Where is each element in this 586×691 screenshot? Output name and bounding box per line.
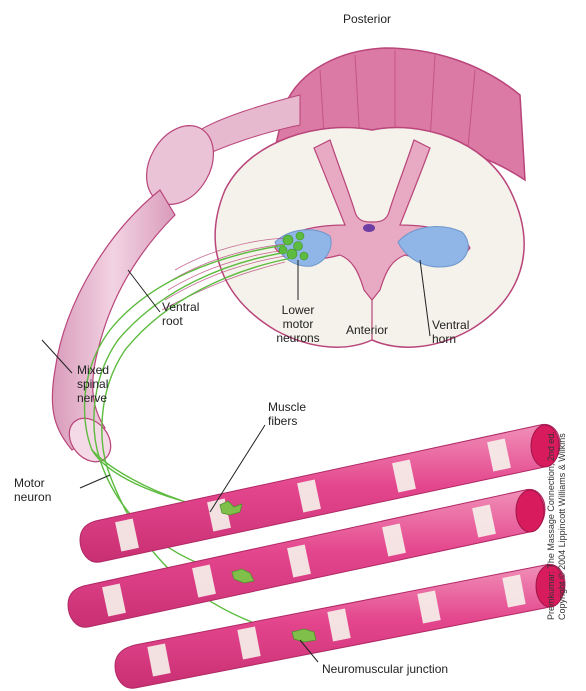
label-anterior: Anterior <box>346 323 388 337</box>
label-motor-neuron: Motor neuron <box>14 476 51 504</box>
spinal-cord <box>215 48 525 347</box>
label-ventral-root: Ventral root <box>162 300 199 328</box>
mixed-spinal-nerve <box>52 190 175 450</box>
label-lower-motor-neurons: Lower motor neurons <box>268 303 328 345</box>
label-ventral-horn: Ventral horn <box>432 318 469 346</box>
label-neuromuscular-junction: Neuromuscular junction <box>322 662 448 676</box>
label-muscle-fibers: Muscle fibers <box>268 400 306 428</box>
central-canal <box>363 224 375 232</box>
copyright-credit: Premkumar: The Massage Connection, 2nd e… <box>546 431 568 620</box>
muscle-fibers <box>68 424 565 688</box>
label-mixed-spinal-nerve: Mixed spinal nerve <box>77 363 109 405</box>
label-posterior: Posterior <box>343 12 391 26</box>
